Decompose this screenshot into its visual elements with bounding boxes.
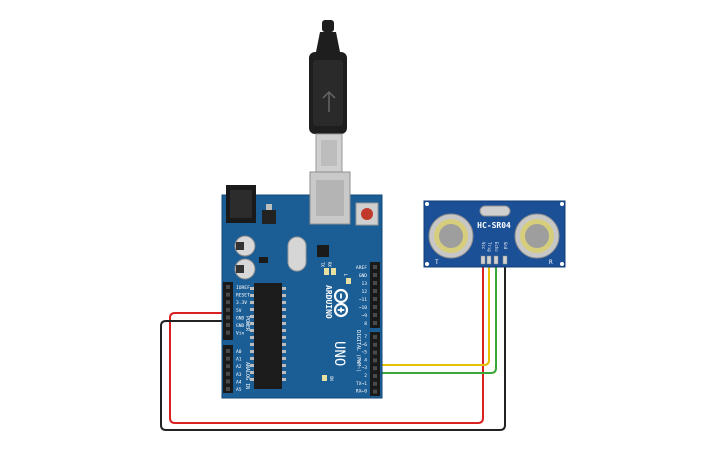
header-hole[interactable]: [373, 374, 377, 378]
sensor-pin[interactable]: [480, 255, 486, 265]
rx-label: RX: [327, 262, 332, 267]
arduino-uno-board[interactable]: ARDUINO UNO DIGITAL (PWM~) POWER ANALOG …: [221, 171, 383, 399]
header-hole[interactable]: [373, 381, 377, 386]
header-hole[interactable]: [226, 349, 230, 353]
sensor-pin-label: Trig: [487, 242, 492, 252]
pin-label: IOREF: [236, 285, 250, 291]
header-hole[interactable]: [226, 307, 230, 312]
pin-label: GND: [236, 323, 245, 329]
pin-label: ~11: [359, 297, 368, 303]
header-hole[interactable]: [373, 313, 377, 317]
analog-label: ANALOG IN: [244, 362, 250, 389]
pin-label: ~9: [361, 313, 367, 319]
pin-label: A3: [236, 372, 242, 378]
transmitter-transducer: [428, 213, 474, 259]
pin-label: TX→1: [356, 381, 367, 387]
header-hole[interactable]: [226, 371, 230, 376]
pin-label: 3.3V: [236, 300, 247, 306]
pin-label: 4: [364, 357, 367, 363]
sensor-pin-label: Vcc: [481, 242, 486, 250]
pin-label: 13: [361, 281, 367, 287]
sensor-name: HC-SR04: [477, 221, 511, 230]
header-hole[interactable]: [373, 366, 377, 371]
black-wire: [160, 262, 506, 431]
brand-label: ARDUINO: [324, 285, 333, 319]
pin-label: 2: [364, 373, 367, 379]
power-label: POWER: [244, 316, 250, 332]
header-hole[interactable]: [373, 358, 377, 363]
header-hole[interactable]: [226, 387, 230, 391]
yellow-wire: [376, 262, 490, 366]
pin-label: 8: [364, 321, 367, 327]
analog-header: [223, 345, 233, 393]
header-hole[interactable]: [373, 297, 377, 301]
digital-header-bottom: [370, 332, 380, 396]
header-hole[interactable]: [373, 305, 377, 309]
header-hole[interactable]: [373, 289, 377, 293]
pin-label: GND: [359, 273, 368, 279]
pin-label: ~5: [361, 350, 367, 356]
sensor-left-mark: T: [435, 259, 439, 266]
header-hole[interactable]: [373, 335, 377, 339]
header-hole[interactable]: [226, 315, 230, 320]
pin-label: AREF: [356, 265, 367, 271]
sensor-pin-label: Echo: [494, 242, 499, 252]
pin-label: 7: [364, 334, 367, 340]
pin-label: A1: [236, 357, 242, 363]
digital-header-top: [370, 262, 380, 328]
sensor-pin[interactable]: [502, 255, 508, 265]
digital-top-pin-labels: AREF GND 13 12 ~11 ~10 ~9 8: [356, 265, 367, 327]
header-hole[interactable]: [226, 285, 230, 289]
pin-label: ~6: [361, 342, 367, 348]
header-hole[interactable]: [373, 281, 377, 285]
sensor-pin[interactable]: [493, 255, 499, 265]
header-hole[interactable]: [373, 273, 377, 277]
header-hole[interactable]: [226, 292, 230, 297]
digital-bottom-pin-labels: 7 ~6 ~54 ~3 2TX→1RX←0: [356, 334, 367, 395]
pin-label: 12: [361, 289, 367, 295]
header-hole[interactable]: [226, 323, 230, 327]
atmega-chip: [254, 283, 282, 389]
model-label: UNO: [331, 341, 347, 366]
header-hole[interactable]: [373, 389, 377, 394]
digital-label: DIGITAL (PWM~): [355, 330, 361, 372]
pin-label: RX←0: [356, 389, 367, 395]
header-hole[interactable]: [373, 350, 377, 355]
header-hole[interactable]: [226, 300, 230, 305]
pin-label: ~3: [361, 365, 367, 371]
green-wire: [376, 262, 497, 374]
arduino-logo-icon: [333, 288, 349, 318]
sensor-pin[interactable]: [486, 255, 492, 265]
pin-label: Vin: [236, 331, 245, 337]
sensor-pin-label: Gnd: [503, 242, 508, 250]
header-hole[interactable]: [226, 364, 230, 369]
pin-label: 5V: [236, 308, 242, 314]
receiver-transducer: [514, 213, 560, 259]
header-hole[interactable]: [226, 379, 230, 384]
pin-label: A2: [236, 364, 242, 370]
header-hole[interactable]: [226, 356, 230, 361]
pin-label: A4: [236, 379, 242, 385]
pin-label: A0: [236, 349, 242, 355]
on-label: ON: [329, 376, 334, 381]
l-label: L: [343, 274, 348, 277]
header-hole[interactable]: [373, 265, 377, 269]
red-wire: [169, 262, 484, 424]
header-hole[interactable]: [226, 330, 230, 335]
usb-cable: [309, 20, 347, 173]
header-hole[interactable]: [373, 321, 377, 325]
pin-label: ~10: [359, 305, 368, 311]
pin-label: GND: [236, 315, 245, 321]
pin-label: RESET: [236, 293, 250, 299]
pin-label: A5: [236, 387, 242, 393]
tx-label: TX: [320, 262, 325, 267]
header-hole[interactable]: [373, 342, 377, 347]
sensor-right-mark: R: [549, 259, 553, 266]
wires: [160, 262, 506, 431]
